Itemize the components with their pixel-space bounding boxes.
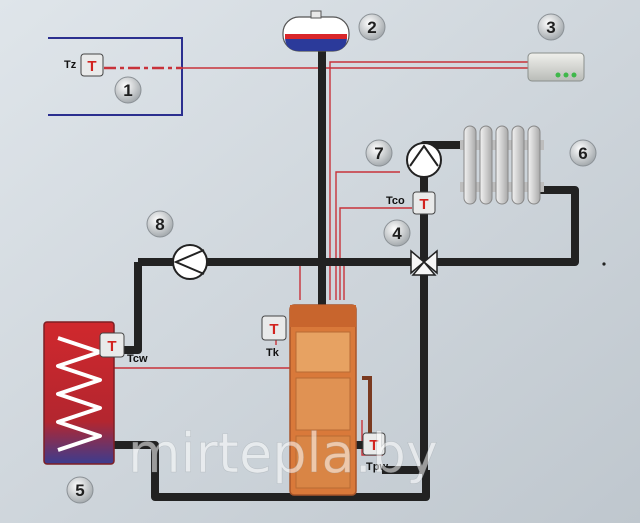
radiator [460,125,544,205]
badge-4-number: 4 [392,224,402,243]
sensor-tpw-label: Tpw [366,461,388,473]
badge-6-number: 6 [578,144,587,163]
badge-8: 8 [146,210,174,238]
badge-1-number: 1 [123,81,132,100]
hot-water-tank [43,321,115,465]
badge-4: 4 [383,219,411,247]
badge-1: 1 [114,76,142,104]
expansion-tank [282,10,350,52]
sensor-tcw-glyph: T [107,338,116,355]
dhw-pump [172,244,208,280]
sensor-tco: T Tco [386,191,436,215]
sensor-tz: T Tz [64,53,104,77]
sensor-tz-label: Tz [64,59,77,71]
badge-7: 7 [365,139,393,167]
sensor-tpw-glyph: T [369,437,378,454]
mixing-valve [410,249,438,276]
badge-6: 6 [569,139,597,167]
badge-3-number: 3 [546,18,555,37]
sensor-tco-glyph: T [419,196,428,213]
sensor-tpw: T Tpw [362,432,388,473]
heating-pump [406,142,442,178]
badge-2-number: 2 [367,18,376,37]
controller [527,52,585,82]
badge-5-number: 5 [75,481,84,500]
sensor-tz-glyph: T [87,58,96,75]
sensor-tk-glyph: T [269,321,278,338]
badge-5: 5 [66,476,94,504]
sensor-tcw: T Tcw [99,332,148,365]
sensor-tk-label: Tk [266,347,280,359]
room-frame [48,37,183,116]
boiler [289,304,372,496]
badge-7-number: 7 [374,144,383,163]
badge-2: 2 [358,13,386,41]
badge-8-number: 8 [155,215,164,234]
watermark: mirtepla.by [128,422,438,485]
sensor-tco-label: Tco [386,195,405,207]
sensor-tcw-label: Tcw [127,353,148,365]
sensor-tk: T Tk [261,315,287,359]
edge-dot [602,262,606,266]
badge-3: 3 [537,13,565,41]
